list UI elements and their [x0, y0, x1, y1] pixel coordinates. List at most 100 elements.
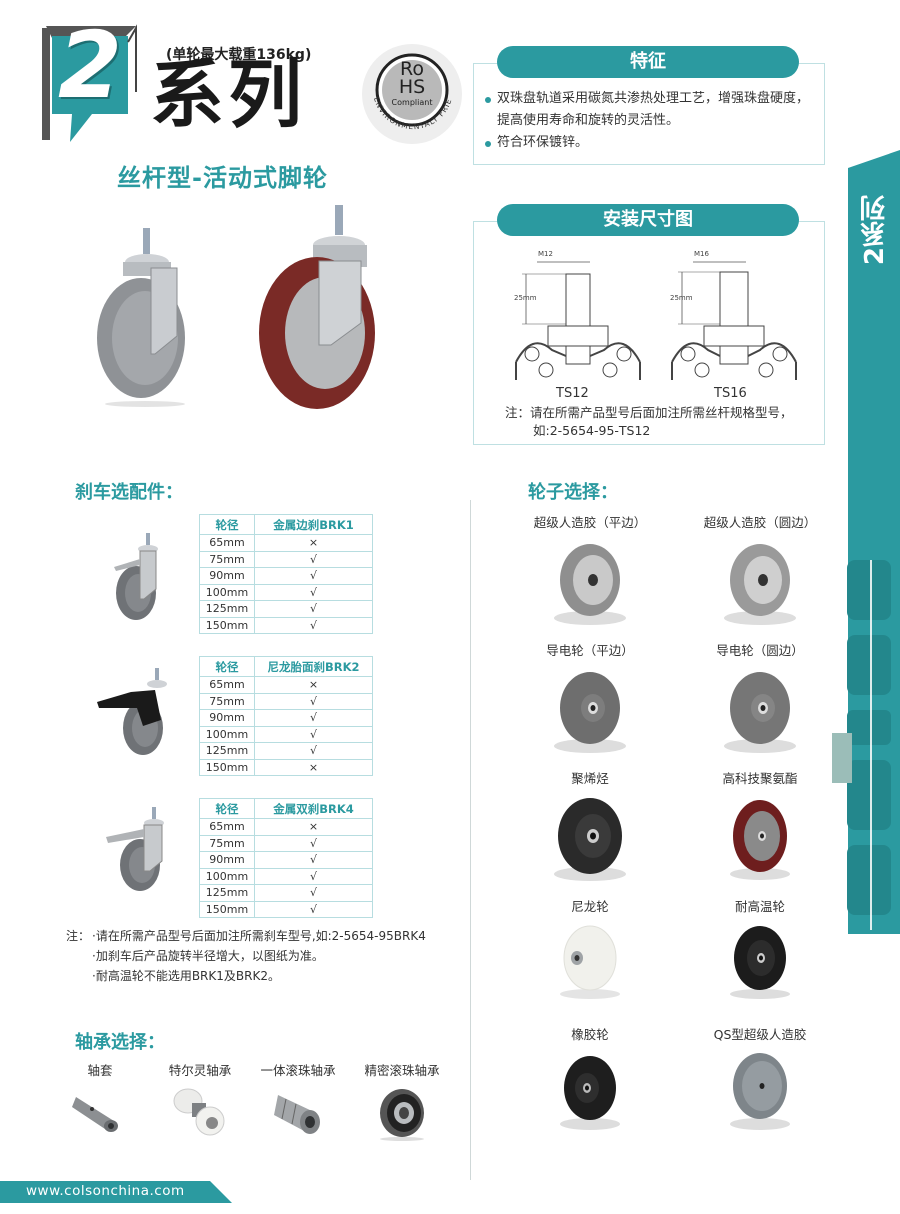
- features-list: 双珠盘轨道采用碳氮共渗热处理工艺，增强珠盘硬度，提高使用寿命和旋转的灵活性。 符…: [483, 88, 818, 154]
- bearing-sleeve: 轴套: [50, 1060, 150, 1140]
- table-row: 75mm√: [199, 692, 373, 710]
- precision-ball-bearing-icon: [380, 1089, 424, 1141]
- stem-mount-diagram-icon: [671, 261, 797, 380]
- rohs-text-hs: HS: [398, 76, 426, 98]
- table-row: 150mm×: [199, 758, 373, 776]
- series-title: 系列: [150, 52, 306, 138]
- brake-note: ·加刹车后产品旋转半径增大，以图纸为准。: [92, 949, 324, 963]
- wheel-image: [730, 1053, 790, 1130]
- rohs-badge: ENVIRONMENTALY FRIENDLY Ro HS Compliant: [356, 35, 464, 146]
- table-row: 65mm×: [199, 676, 373, 694]
- bearing-precision-ball: 精密滚珠轴承: [352, 1060, 452, 1146]
- wheel-option: 超级人造胶（圆边）: [675, 512, 845, 640]
- wheel-image: [554, 544, 626, 625]
- table-row: 100mm√: [199, 583, 373, 601]
- brk1-table: 轮径金属边刹BRK1 65mm× 75mm√ 90mm√ 100mm√ 125m…: [199, 514, 373, 634]
- brake-type-header: 金属双刹BRK4: [254, 798, 373, 819]
- website-link[interactable]: www.colsonchina.com: [26, 1183, 185, 1199]
- wheel-option: 导电轮（平边）: [505, 640, 675, 768]
- delrin-bearing-icon: [173, 1088, 225, 1136]
- brake-type-header: 尼龙胎面刹BRK2: [254, 656, 373, 677]
- series-number-badge: [42, 24, 137, 142]
- diameter-header: 轮径: [199, 514, 255, 535]
- table-row: 65mm×: [199, 818, 373, 836]
- stem-mount-diagram-icon: [515, 261, 641, 380]
- wheel-image: [554, 672, 626, 753]
- table-row: 65mm×: [199, 534, 373, 552]
- brakes-section-title: 刹车选配件：: [75, 482, 183, 503]
- ts16-label: TS16: [714, 386, 747, 401]
- diameter-header: 轮径: [199, 798, 255, 819]
- wheel-image: [724, 544, 796, 625]
- ts12-label: TS12: [556, 386, 589, 401]
- table-row: 75mm√: [199, 550, 373, 568]
- dimensions-title: 安装尺寸图: [497, 204, 799, 236]
- sleeve-bearing-icon: [72, 1097, 118, 1132]
- rohs-seal-icon: ENVIRONMENTALY FRIENDLY: [356, 35, 462, 144]
- dimensions-note-line1: 注：请在所需产品型号后面加注所需丝杆规格型号，: [505, 405, 793, 420]
- footer-bar: [0, 1181, 232, 1203]
- table-row: 75mm√: [199, 834, 373, 852]
- brake-notes: 注： ·请在所需产品型号后面加注所需刹车型号,如:2-5654-95BRK4 ·…: [66, 926, 426, 986]
- wheel-image: [554, 798, 626, 881]
- table-row: 150mm√: [199, 616, 373, 634]
- column-divider: [470, 500, 471, 1180]
- bearing-label: 精密滚珠轴承: [364, 1063, 440, 1078]
- dimensions-note-line2: 如:2-5654-95-TS12: [533, 423, 651, 438]
- brake-note: ·耐高温轮不能选用BRK1及BRK2。: [92, 969, 280, 983]
- wheel-image: [730, 926, 790, 999]
- table-row: 90mm√: [199, 709, 373, 727]
- brake-type-header: 金属边刹BRK1: [254, 514, 373, 535]
- series-number: 2: [58, 12, 123, 119]
- grey-caster-image: [97, 228, 185, 407]
- wheel-option: 橡胶轮: [505, 1024, 675, 1152]
- red-caster-image: [259, 205, 375, 409]
- bearings-section-title: 轴承选择：: [75, 1032, 165, 1053]
- brk2-caster-image: [97, 668, 167, 755]
- brk2-table: 轮径尼龙胎面刹BRK2 65mm× 75mm√ 90mm√ 100mm√ 125…: [199, 656, 373, 776]
- rohs-compliant: Compliant: [391, 98, 433, 107]
- max-load-note: (单轮最大载重136kg): [166, 47, 312, 63]
- ts12-diagram: M12 25mm: [512, 250, 642, 385]
- feature-item: 符合环保镀锌。: [483, 132, 818, 154]
- notes-prefix: 注：: [66, 929, 91, 943]
- colson-watermark-icon: [847, 560, 891, 930]
- thread-size-label: M16: [694, 250, 709, 258]
- brake-note: ·请在所需产品型号后面加注所需刹车型号,如:2-5654-95BRK4: [92, 929, 426, 943]
- features-panel: [473, 63, 825, 165]
- wheels-section-title: 轮子选择：: [528, 482, 618, 503]
- table-row: 90mm√: [199, 567, 373, 585]
- table-row: 150mm√: [199, 900, 373, 918]
- feature-item: 双珠盘轨道采用碳氮共渗热处理工艺，增强珠盘硬度，提高使用寿命和旋转的灵活性。: [483, 88, 818, 132]
- bearing-integral-ball: 一体滚珠轴承: [248, 1060, 348, 1143]
- table-row: 125mm√: [199, 742, 373, 760]
- length-label: 25mm: [670, 294, 693, 302]
- bearing-label: 轴套: [87, 1063, 113, 1078]
- side-series-label: 2系列: [860, 195, 890, 266]
- table-row: 125mm√: [199, 600, 373, 618]
- brk4-caster-image: [106, 807, 164, 891]
- wheel-image: [730, 800, 790, 880]
- thread-size-label: M12: [538, 250, 553, 258]
- bearing-label: 一体滚珠轴承: [260, 1063, 336, 1078]
- length-label: 25mm: [514, 294, 537, 302]
- wheel-option: 导电轮（圆边）: [675, 640, 845, 768]
- side-tab-accent: [832, 733, 852, 783]
- rohs-text-ro: Ro: [400, 58, 424, 80]
- bearing-delrin: 特尔灵轴承: [150, 1060, 250, 1143]
- ts16-diagram: M16 25mm: [668, 250, 798, 385]
- wheel-option: QS型超级人造胶: [675, 1024, 845, 1152]
- wheel-image: [724, 672, 796, 753]
- table-row: 90mm√: [199, 851, 373, 869]
- diameter-header: 轮径: [199, 656, 255, 677]
- wheel-option: 尼龙轮: [505, 896, 675, 1024]
- wheel-image: [560, 1056, 620, 1130]
- wheel-option: 超级人造胶（平边）: [505, 512, 675, 640]
- bearing-label: 特尔灵轴承: [168, 1063, 232, 1078]
- product-subtitle: 丝杆型-活动式脚轮: [117, 164, 328, 192]
- wheel-option: 耐高温轮: [675, 896, 845, 1024]
- dimensions-note: 注：请在所需产品型号后面加注所需丝杆规格型号， 如:2-5654-95-TS12: [505, 404, 793, 440]
- wheel-image: [560, 925, 620, 999]
- table-row: 125mm√: [199, 884, 373, 902]
- brk1-caster-image: [114, 533, 158, 620]
